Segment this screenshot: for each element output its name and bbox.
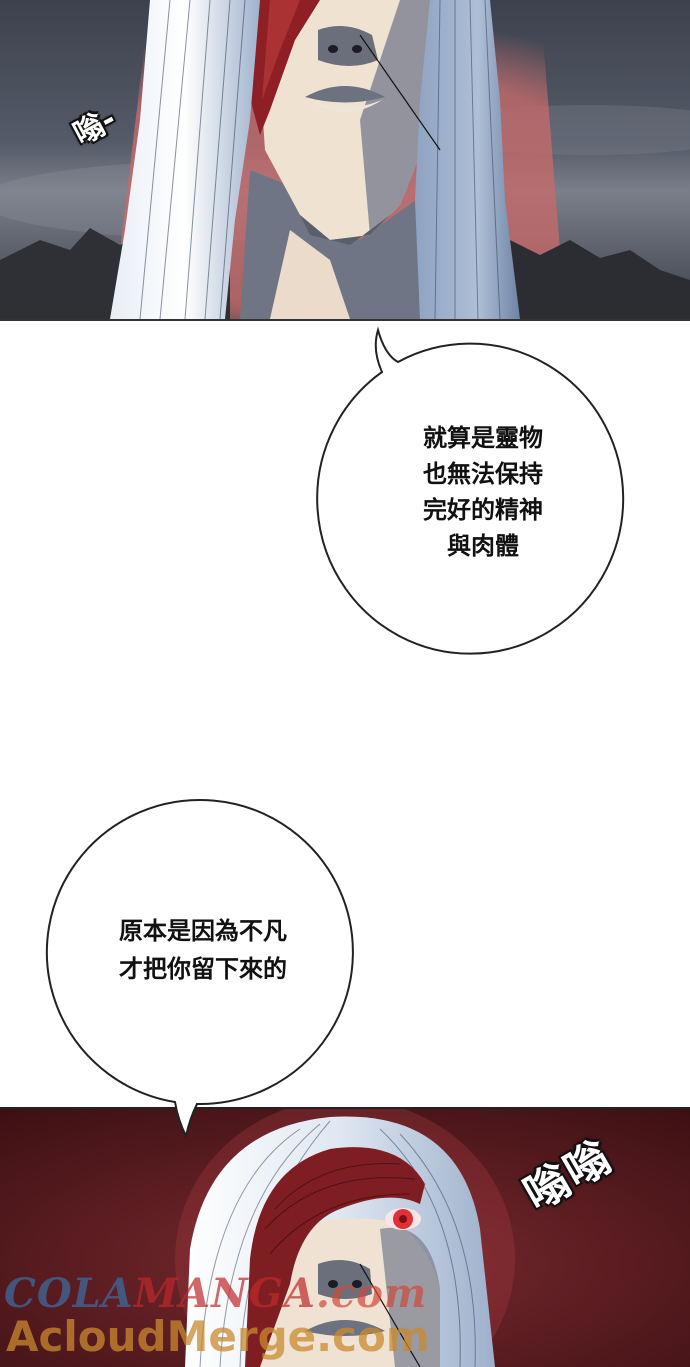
speech-bubble-1-outline <box>316 326 625 655</box>
top-panel-art <box>0 0 690 319</box>
top-panel: 嗡- <box>0 0 690 321</box>
speech-bubble-1-text: 就算是靈物 也無法保持 完好的精神 與肉體 <box>375 420 591 564</box>
watermark-part: .com <box>315 1270 428 1317</box>
watermark-acloudmerge: AcloudMerge.com <box>6 1312 430 1361</box>
watermark-colamanga: COLAMANGA.com <box>4 1270 427 1317</box>
bubble-1-line: 就算是靈物 <box>423 424 543 452</box>
speech-bubble-2-outline <box>45 799 354 1139</box>
bubble-2-line: 才把你留下來的 <box>119 955 287 983</box>
speech-bubble-2-text: 原本是因為不凡 才把你留下來的 <box>60 912 346 988</box>
bubble-1-line: 完好的精神 <box>423 496 543 524</box>
bottom-panel-art <box>0 1109 690 1367</box>
bottom-panel <box>0 1107 690 1367</box>
bubble-1-line: 與肉體 <box>447 532 519 560</box>
watermark-part: MANGA <box>133 1270 316 1317</box>
bubble-1-line: 也無法保持 <box>423 460 543 488</box>
bubble-2-line: 原本是因為不凡 <box>119 917 287 945</box>
watermark-part: COLA <box>4 1270 134 1317</box>
